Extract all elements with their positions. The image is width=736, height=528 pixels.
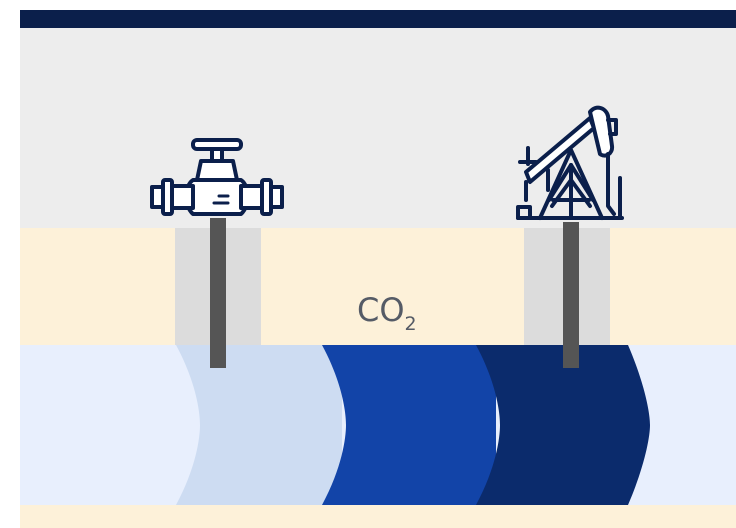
reservoir-segment-mid xyxy=(322,345,496,505)
header-bar xyxy=(20,10,736,28)
reservoir-segment-light xyxy=(176,345,342,505)
co2-reservoir xyxy=(20,345,736,505)
surface-band xyxy=(20,28,736,228)
co2-label-main: CO xyxy=(357,291,405,329)
oil-pumpjack-icon xyxy=(516,105,624,220)
pump-well-pipe xyxy=(563,222,579,368)
co2-label-subscript: 2 xyxy=(404,313,417,335)
valve-icon xyxy=(150,138,284,216)
co2-label: CO2 xyxy=(357,294,417,334)
reservoir-segment-dark xyxy=(476,345,650,505)
valve-well-pipe xyxy=(210,218,226,368)
